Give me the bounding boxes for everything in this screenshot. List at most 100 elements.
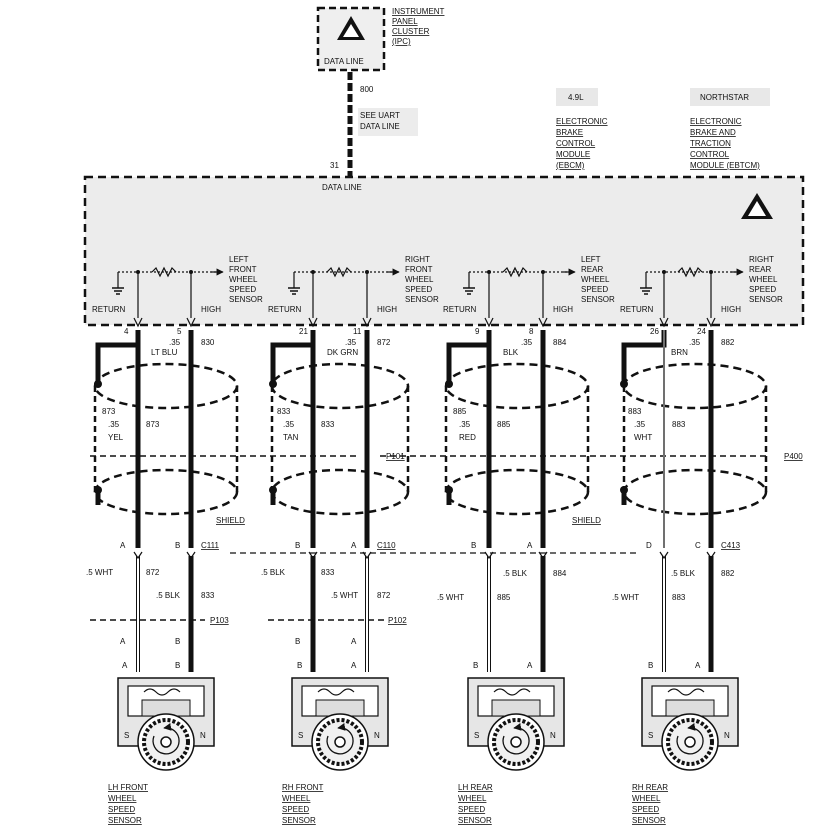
module-sensor-title: SPEED bbox=[581, 285, 608, 294]
sensor-n-label: N bbox=[200, 731, 206, 740]
return-pin-number: 9 bbox=[475, 327, 480, 336]
pin-icon bbox=[362, 551, 372, 560]
module-sensor-title: WHEEL bbox=[749, 275, 778, 284]
coil-icon bbox=[317, 688, 355, 696]
sensor-pin-right: A bbox=[527, 661, 533, 670]
return-wire-gauge: .35 bbox=[459, 420, 471, 429]
return-wire-color: YEL bbox=[108, 433, 124, 442]
return-wire-upper bbox=[270, 330, 316, 382]
junction-dot bbox=[136, 270, 140, 274]
sensor-name: WHEEL bbox=[282, 794, 311, 803]
connector-p102-label: P102 bbox=[388, 616, 407, 625]
module-sensor-title: WHEEL bbox=[229, 275, 258, 284]
shield-drain-dot bbox=[620, 486, 628, 494]
sensor-name: SENSOR bbox=[108, 816, 142, 825]
module-sensor-title: SENSOR bbox=[229, 295, 263, 304]
sensor-name: WHEEL bbox=[108, 794, 137, 803]
coil-icon bbox=[493, 688, 531, 696]
module-sensor-title: FRONT bbox=[229, 265, 257, 274]
connector-pin-left: D bbox=[646, 541, 652, 550]
return-wire-circuit-right: 883 bbox=[672, 420, 686, 429]
sensor-name: SENSOR bbox=[282, 816, 316, 825]
resistor-symbol bbox=[151, 266, 177, 278]
right-wire-gauge: .5 BLK bbox=[156, 591, 181, 600]
sensor-name: SENSOR bbox=[458, 816, 492, 825]
left-wire-circuit: 833 bbox=[321, 568, 335, 577]
engine-tag-northstar: NORTHSTAR bbox=[700, 93, 749, 102]
module-sensor-title: SENSOR bbox=[405, 295, 439, 304]
return-wire-circuit-right: 833 bbox=[321, 420, 335, 429]
high-wire-circuit: 882 bbox=[721, 338, 735, 347]
module-sensor-title: REAR bbox=[581, 265, 603, 274]
return-wire-gauge: .35 bbox=[283, 420, 295, 429]
pin-icon bbox=[538, 551, 548, 560]
sensor-name: SPEED bbox=[458, 805, 485, 814]
ipc-title-3: CLUSTER bbox=[392, 27, 430, 36]
lower-pin-right: A bbox=[351, 637, 357, 646]
connector-pin-left: B bbox=[471, 541, 476, 550]
return-label: RETURN bbox=[92, 305, 126, 314]
shield-right: SHIELD bbox=[444, 362, 768, 525]
left-wire-circuit: 885 bbox=[497, 593, 511, 602]
pin-icon bbox=[659, 551, 669, 560]
pin-icon bbox=[659, 317, 669, 328]
sensor-name: LH FRONT bbox=[108, 783, 148, 792]
resistor-symbol bbox=[677, 266, 703, 278]
sensor-pin-left: B bbox=[473, 661, 478, 670]
connector-p103-label: P103 bbox=[210, 616, 229, 625]
high-label: HIGH bbox=[721, 305, 741, 314]
left-wire-gauge: .5 WHT bbox=[612, 593, 639, 602]
high-wire-gauge: .35 bbox=[689, 338, 701, 347]
module-sensor-title: RIGHT bbox=[749, 255, 774, 264]
sensor-name: SPEED bbox=[632, 805, 659, 814]
connector-p400-label: P400 bbox=[784, 452, 803, 461]
resistor-symbol bbox=[326, 266, 352, 278]
ebcm-title-1: ELECTRONIC bbox=[556, 117, 608, 126]
pin-icon bbox=[706, 317, 716, 328]
pin-icon bbox=[362, 317, 372, 328]
module-titles: 4.9L NORTHSTAR ELECTRONIC BRAKE CONTROL … bbox=[556, 88, 770, 170]
sensor-s-label: S bbox=[474, 731, 479, 740]
sensor-pin-right: B bbox=[175, 661, 180, 670]
pin-icon bbox=[308, 317, 318, 328]
junction-dot bbox=[487, 270, 491, 274]
sensor-pin-right: A bbox=[351, 661, 357, 670]
connector-p101-label: P101 bbox=[386, 452, 405, 461]
pin-icon bbox=[133, 551, 143, 560]
high-pin-number: 5 bbox=[177, 327, 182, 336]
module-sensor-title: SENSOR bbox=[749, 295, 783, 304]
module-sensor-title: SPEED bbox=[405, 285, 432, 294]
see-uart-1: SEE UART bbox=[360, 111, 400, 120]
return-wire-circuit: 885 bbox=[453, 407, 467, 416]
ipc-title-1: INSTRUMENT bbox=[392, 7, 445, 16]
ebcm-title-5: (EBCM) bbox=[556, 161, 585, 170]
left-wire-gauge: .5 WHT bbox=[86, 568, 113, 577]
ipc-title-2: PANEL bbox=[392, 17, 418, 26]
connector-name: C110 bbox=[377, 541, 396, 550]
right-wire-gauge: .5 BLK bbox=[503, 569, 528, 578]
sensor-pin-right: A bbox=[695, 661, 701, 670]
sensor-n-label: N bbox=[374, 731, 380, 740]
pin-icon bbox=[308, 551, 318, 560]
module-sensor-title: SENSOR bbox=[581, 295, 615, 304]
see-uart-2: DATA LINE bbox=[360, 122, 400, 131]
lower-pin-left: A bbox=[120, 637, 126, 646]
return-wire-upper bbox=[621, 330, 667, 382]
ebcm-title-3: CONTROL bbox=[556, 139, 596, 148]
shield-drain-dot bbox=[620, 380, 628, 388]
return-pin-number: 4 bbox=[124, 327, 129, 336]
left-wire-gauge: .5 WHT bbox=[437, 593, 464, 602]
connector-pin-right: A bbox=[527, 541, 533, 550]
return-pin-number: 26 bbox=[650, 327, 659, 336]
connector-name: C111 bbox=[201, 541, 219, 550]
pin-icon bbox=[538, 317, 548, 328]
esd-warning-icon bbox=[337, 16, 365, 40]
ebtcm-title-4: CONTROL bbox=[690, 150, 730, 159]
ebtcm-title-5: MODULE (EBTCM) bbox=[690, 161, 760, 170]
rotation-arrow-icon bbox=[326, 723, 354, 755]
